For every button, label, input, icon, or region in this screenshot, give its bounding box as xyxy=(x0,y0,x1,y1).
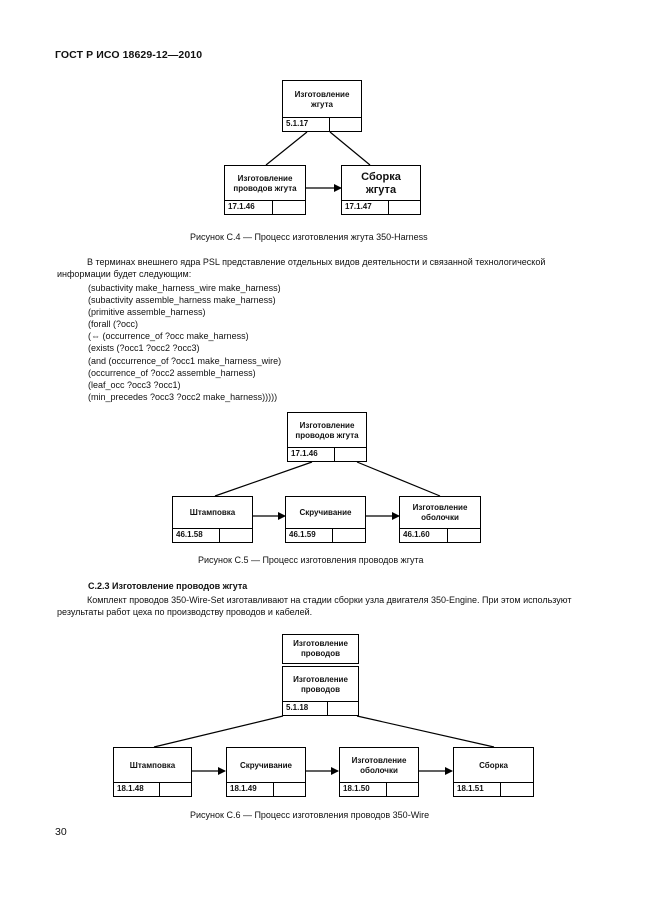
c6-box-1: Штамповка 18.1.48 xyxy=(113,747,192,797)
box-code: 17.1.46 xyxy=(288,448,335,461)
box-label: Изготовление проводов жгута xyxy=(233,173,297,193)
box-code: 18.1.49 xyxy=(227,783,274,796)
c6-box-2: Скручивание 18.1.49 xyxy=(226,747,306,797)
connector-c6-right xyxy=(356,715,495,748)
box-code: 18.1.50 xyxy=(340,783,387,796)
c4-box-right: Сборка жгута 17.1.47 xyxy=(341,165,421,215)
box-code: 17.1.46 xyxy=(225,201,273,214)
box-label: Скручивание xyxy=(299,508,352,517)
box-label: Изготовление оболочки xyxy=(351,755,407,775)
box-label: Штамповка xyxy=(129,760,176,770)
c5-box-1: Штамповка 46.1.58 xyxy=(172,496,253,543)
document-header: ГОСТ Р ИСО 18629-12—2010 xyxy=(55,49,203,61)
c6-box-4: Сборка 18.1.51 xyxy=(453,747,534,797)
box-label: Скручивание xyxy=(239,760,293,770)
code-line: (⇔ (occurrence_of ?occ make_harness) xyxy=(88,331,249,342)
code-line: (exists (?occ1 ?occ2 ?occ3) xyxy=(88,343,200,354)
code-line: (min_precedes ?occ3 ?occ2 make_harness))… xyxy=(88,391,278,402)
box-label: Штамповка xyxy=(189,508,236,517)
box-code: 18.1.48 xyxy=(114,783,161,796)
box-label: Изготовление жгута xyxy=(294,89,350,109)
connector-c6-left xyxy=(153,715,284,748)
box-code: 5.1.17 xyxy=(283,118,330,131)
c5-box-2: Скручивание 46.1.59 xyxy=(285,496,366,543)
box-code: 17.1.47 xyxy=(342,201,389,214)
box-code: 18.1.51 xyxy=(454,783,502,796)
box-label: Изготовление проводов жгута xyxy=(295,420,359,440)
code-line: (occurrence_of ?occ2 assemble_harness) xyxy=(88,367,256,378)
box-label: Изготовление проводов xyxy=(293,674,348,694)
c4-box-top: Изготовление жгута 5.1.17 xyxy=(282,80,362,132)
figure-c4-caption: Рисунок С.4 — Процесс изготовления жгута… xyxy=(190,232,428,242)
box-code: 46.1.59 xyxy=(286,529,334,542)
box-code: 46.1.58 xyxy=(173,529,221,542)
c6-box-top: Изготовление проводов 5.1.18 xyxy=(282,666,359,716)
box-label: Изготовление оболочки xyxy=(412,503,468,522)
page-number: 30 xyxy=(55,826,67,838)
code-line: (and (occurrence_of ?occ1 make_harness_w… xyxy=(88,355,282,366)
section-title: С.2.3 Изготовление проводов жгута xyxy=(88,581,248,591)
code-line: (leaf_occ ?occ3 ?occ1) xyxy=(88,379,181,390)
box-label: Сборка xyxy=(479,760,508,770)
c6-box-header: Изготовление проводов xyxy=(282,634,359,664)
code-line: (primitive assemble_harness) xyxy=(88,307,206,318)
connector-c5-left xyxy=(214,461,313,497)
connector-c5-right xyxy=(356,461,441,497)
psl-code-block: (subactivity make_harness_wire make_harn… xyxy=(88,282,281,403)
figure-c6-caption: Рисунок С.6 — Процесс изготовления прово… xyxy=(190,810,430,820)
box-label: Сборка жгута xyxy=(361,170,401,196)
box-code: 5.1.18 xyxy=(283,702,328,715)
c4-box-left: Изготовление проводов жгута 17.1.46 xyxy=(224,165,306,215)
box-code: 46.1.60 xyxy=(400,529,448,542)
box-label: Изготовление проводов xyxy=(293,639,348,658)
connector-c4-left xyxy=(265,131,308,166)
connector-c4-right xyxy=(329,131,371,166)
c6-box-3: Изготовление оболочки 18.1.50 xyxy=(339,747,419,797)
code-line: (subactivity make_harness_wire make_harn… xyxy=(88,283,281,293)
code-line: (subactivity assemble_harness make_harne… xyxy=(88,295,276,306)
figure-c5-caption: Рисунок С.5 — Процесс изготовления прово… xyxy=(198,555,424,565)
code-line: (forall (?occ) xyxy=(88,319,139,330)
c5-box-top: Изготовление проводов жгута 17.1.46 xyxy=(287,412,367,462)
paragraph-psl-intro: В терминах внешнего ядра PSL представлен… xyxy=(57,257,546,279)
section-paragraph: Комплект проводов 350-Wire-Set изготавли… xyxy=(57,595,572,617)
c5-box-3: Изготовление оболочки 46.1.60 xyxy=(399,496,481,543)
